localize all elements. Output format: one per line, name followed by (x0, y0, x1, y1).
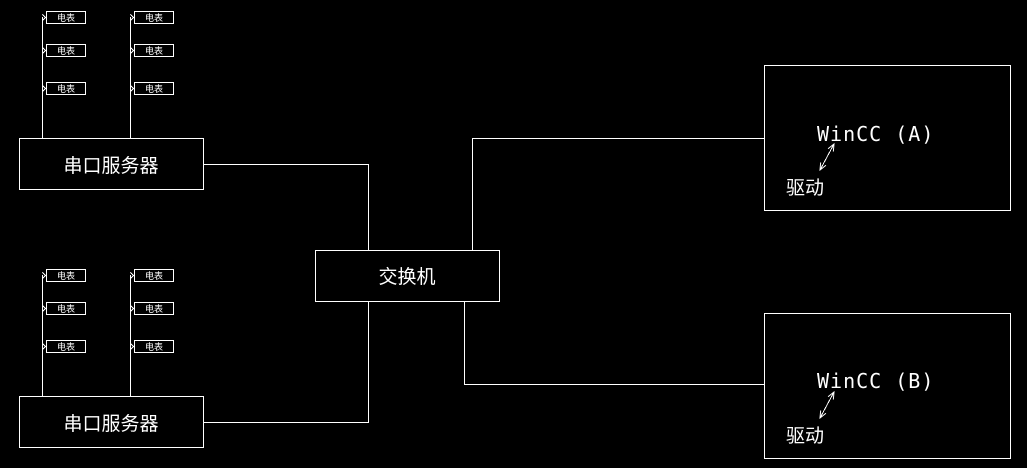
serial-server-2: 串口服务器 (19, 396, 204, 448)
meter: 电表 (130, 11, 174, 24)
wincc-station-a: WinCC (A) 驱动 (764, 65, 1011, 211)
wincc-a-title: WinCC (A) (817, 122, 934, 146)
network-switch: 交换机 (315, 250, 500, 302)
meter-label: 电表 (145, 83, 163, 95)
wincc-b-title: WinCC (B) (817, 369, 934, 393)
meter-label: 电表 (145, 270, 163, 282)
meter-label: 电表 (57, 341, 75, 353)
link-server1-switch (203, 164, 369, 251)
connector-arrow-icon (130, 305, 135, 312)
meter: 电表 (42, 11, 86, 24)
meter-label: 电表 (145, 341, 163, 353)
meter-label: 电表 (57, 83, 75, 95)
meter: 电表 (42, 269, 86, 282)
meter: 电表 (42, 302, 86, 315)
connector-arrow-icon (130, 343, 135, 350)
serial-server-1-label: 串口服务器 (63, 155, 158, 177)
meter-label: 电表 (57, 303, 75, 315)
link-switch-wincc-b (464, 301, 765, 385)
connector-arrow-icon (130, 272, 135, 279)
switch-label: 交换机 (378, 266, 435, 288)
meter: 电表 (42, 340, 86, 353)
meter-label: 电表 (145, 12, 163, 24)
meter-label: 电表 (57, 270, 75, 282)
meter: 电表 (130, 269, 174, 282)
meter: 电表 (42, 44, 86, 57)
connector-arrow-icon (42, 14, 47, 21)
wincc-station-b: WinCC (B) 驱动 (764, 313, 1011, 459)
connector-arrow-icon (130, 85, 135, 92)
meter: 电表 (130, 82, 174, 95)
meter: 电表 (130, 340, 174, 353)
connector-arrow-icon (42, 272, 47, 279)
serial-server-1: 串口服务器 (19, 138, 204, 190)
connector-arrow-icon (130, 47, 135, 54)
meter: 电表 (130, 302, 174, 315)
meter: 电表 (42, 82, 86, 95)
connector-arrow-icon (42, 85, 47, 92)
connector-arrow-icon (42, 305, 47, 312)
link-switch-wincc-a (472, 138, 765, 251)
meter: 电表 (130, 44, 174, 57)
bidirectional-arrow-icon (820, 392, 834, 418)
connector-arrow-icon (42, 47, 47, 54)
connector-arrow-icon (130, 14, 135, 21)
link-server2-switch (203, 301, 369, 423)
serial-server-2-label: 串口服务器 (63, 413, 158, 435)
wincc-a-driver-label: 驱动 (786, 177, 824, 199)
meter-label: 电表 (57, 45, 75, 57)
meter-label: 电表 (145, 45, 163, 57)
meter-label: 电表 (57, 12, 75, 24)
connector-arrow-icon (42, 343, 47, 350)
bidirectional-arrow-icon (820, 144, 834, 170)
meter-label: 电表 (145, 303, 163, 315)
wincc-b-driver-label: 驱动 (786, 425, 824, 447)
